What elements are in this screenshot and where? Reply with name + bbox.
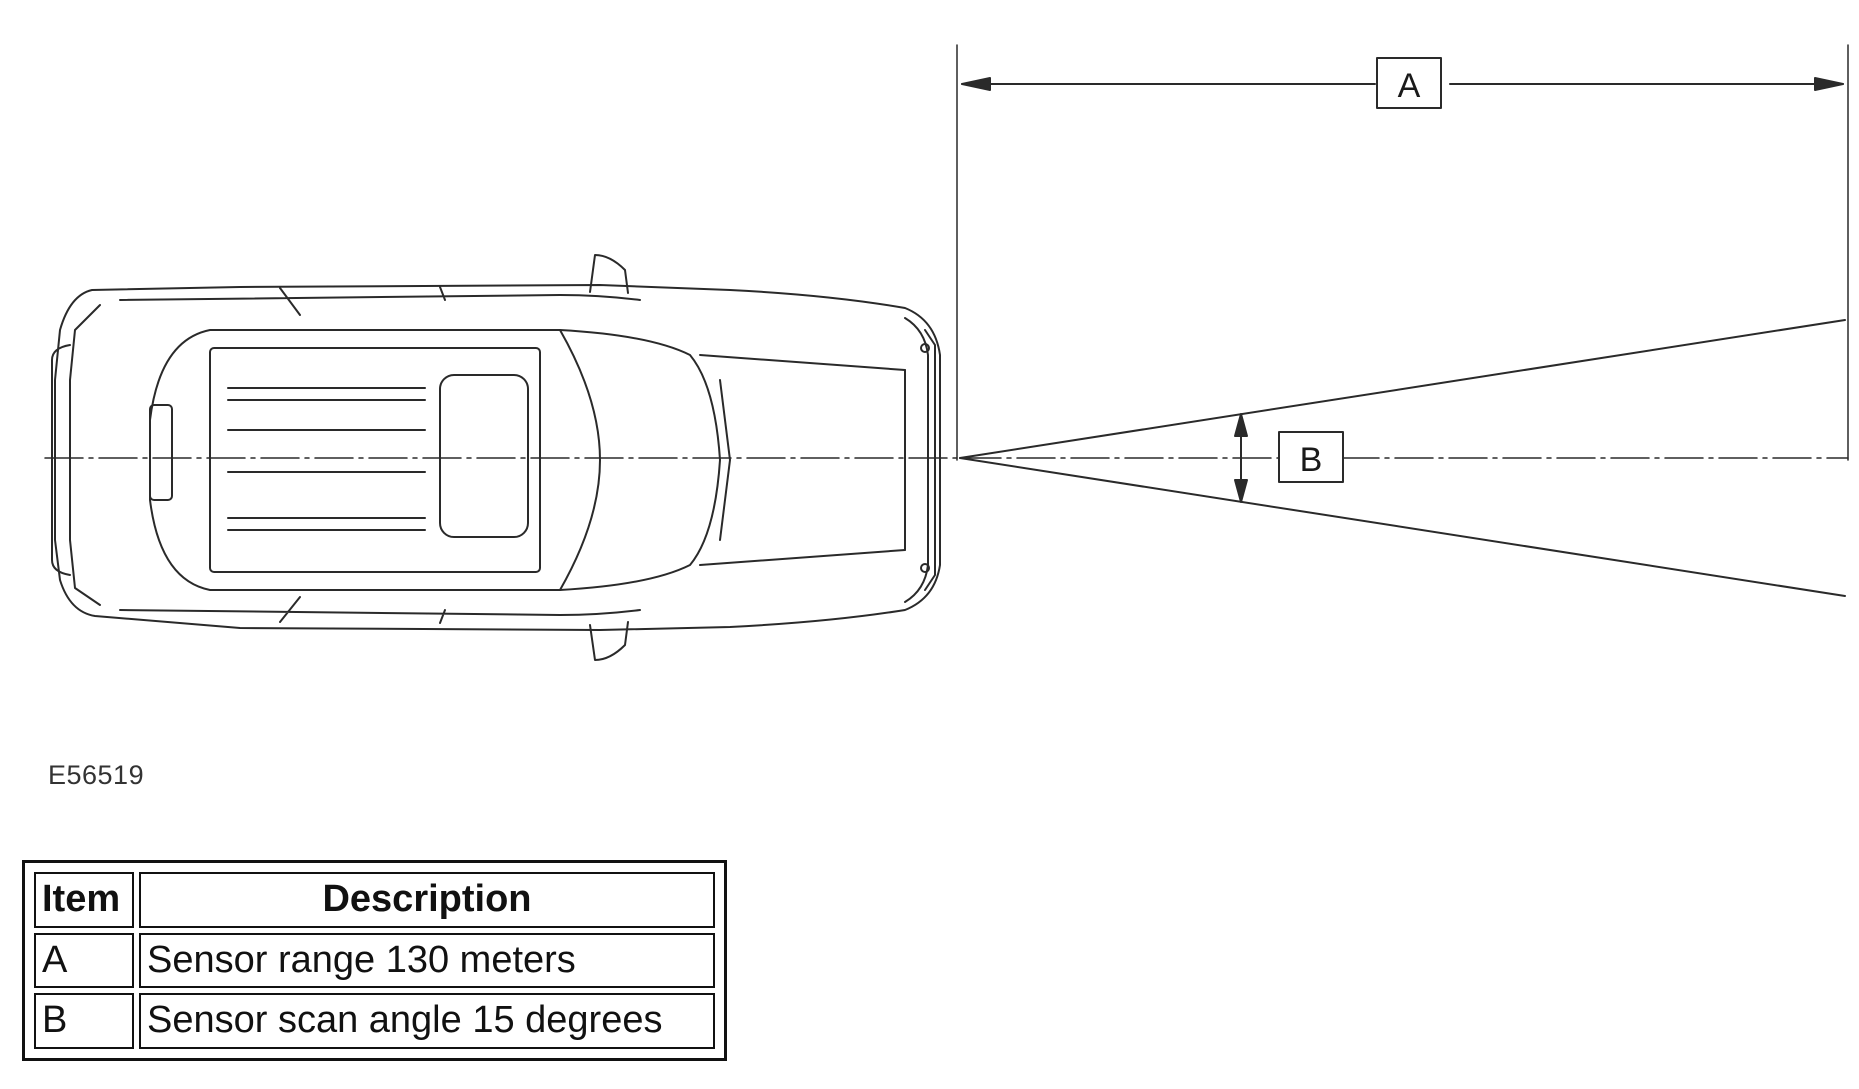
- vehicle-roof: [209, 347, 541, 573]
- sunroof: [439, 374, 529, 538]
- side-panel-bottom: [119, 596, 641, 624]
- vehicle-body-inner: [69, 304, 929, 606]
- legend-item-cell: B: [34, 993, 134, 1050]
- left-mirror: [589, 254, 629, 294]
- windshield: [559, 329, 601, 591]
- rear-window: [149, 404, 173, 501]
- dimension-a: [961, 77, 1844, 91]
- table-row: A Sensor range 130 meters: [34, 932, 715, 989]
- callout-b-box: [1278, 431, 1344, 483]
- legend-header-row: Item Description: [34, 872, 715, 928]
- figure-id: E56519: [48, 760, 145, 790]
- legend-item-cell: A: [34, 932, 134, 989]
- legend-header-description: Description: [139, 872, 715, 928]
- callout-a-box: [1376, 57, 1442, 109]
- legend-description-cell: Sensor scan angle 15 degrees: [139, 993, 715, 1050]
- vehicle-body-outline: [54, 284, 941, 631]
- right-mirror: [589, 621, 629, 661]
- table-row: B Sensor scan angle 15 degrees: [34, 993, 715, 1050]
- sensor-range-diagram: A B: [44, 44, 1849, 661]
- legend-table: Item Description A Sensor range 130 mete…: [22, 860, 727, 1062]
- legend-header-item: Item: [34, 872, 134, 928]
- sensor-beam: [959, 319, 1846, 597]
- callout-a-label: A: [1398, 67, 1421, 105]
- hood: [699, 354, 906, 566]
- legend-description-cell: Sensor range 130 meters: [139, 932, 715, 989]
- front-bumper: [924, 329, 936, 591]
- vehicle-top-view: [51, 254, 941, 661]
- rear-bumper: [51, 344, 71, 576]
- side-panel-top: [119, 286, 641, 316]
- callout-b-label: B: [1300, 441, 1323, 479]
- dimension-b: [1234, 413, 1248, 503]
- vehicle-cabin: [149, 329, 721, 591]
